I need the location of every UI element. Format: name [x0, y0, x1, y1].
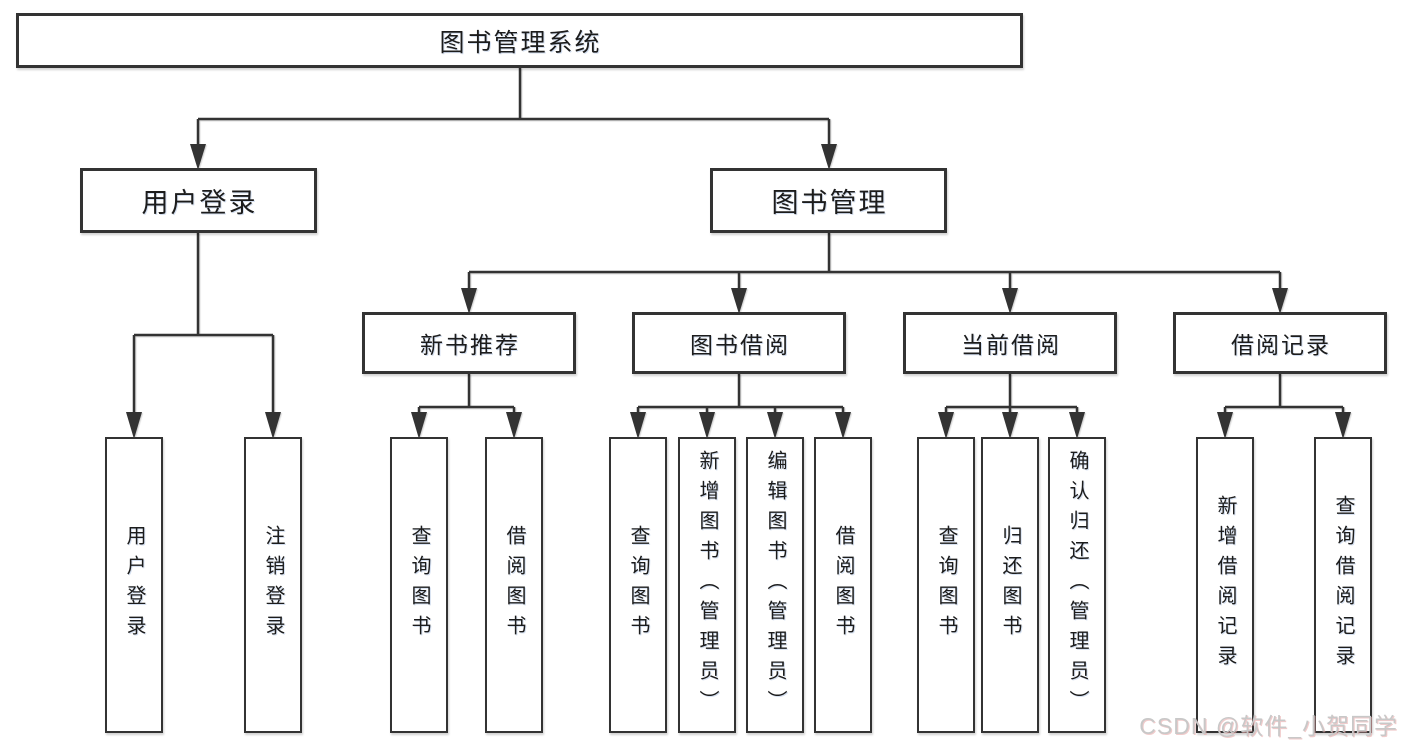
arrow-down-icon [1002, 288, 1018, 314]
node-label: 用户登录 [141, 188, 258, 218]
leaf-borrow-books: 借阅图书 [485, 437, 543, 733]
node-label: 注销登录 [262, 525, 284, 645]
leaf-return-books: 归还图书 [981, 437, 1039, 733]
arrow-down-icon [1002, 412, 1018, 439]
node-new-book-recommendation: 新书推荐 [362, 312, 576, 374]
arrow-down-icon [126, 412, 142, 439]
node-label: 查询图书 [627, 525, 649, 645]
arrow-down-icon [731, 288, 747, 314]
node-label: 借阅图书 [503, 525, 525, 645]
arrow-down-icon [767, 412, 783, 439]
leaf-query-books: 查询图书 [609, 437, 667, 733]
node-label: 查询借阅记录 [1332, 495, 1354, 675]
node-label: 当前借阅 [961, 332, 1061, 358]
node-label: 新增图书（管理员） [696, 450, 718, 720]
csdn-watermark: CSDN @软件_小贺同学 [1139, 713, 1398, 739]
connector-newbook-to-leaves [417, 374, 516, 418]
node-library-management-system: 图书管理系统 [16, 13, 1023, 68]
node-label: 借阅图书 [832, 525, 854, 645]
arrow-down-icon [1335, 412, 1351, 439]
leaf-borrow-books: 借阅图书 [814, 437, 872, 733]
leaf-add-books-admin: 新增图书（管理员） [678, 437, 736, 733]
leaf-query-books: 查询图书 [917, 437, 975, 733]
node-book-management: 图书管理 [710, 168, 947, 233]
node-label: 新增借阅记录 [1214, 495, 1236, 675]
arrowheads-group [126, 144, 1351, 439]
node-label: 新书推荐 [420, 332, 520, 358]
arrow-down-icon [1069, 412, 1085, 439]
arrow-down-icon [190, 144, 206, 170]
leaf-user-login: 用户登录 [105, 437, 163, 733]
connector-record-to-leaves [1223, 374, 1345, 418]
leaf-edit-books-admin: 编辑图书（管理员） [746, 437, 804, 733]
connector-login-to-leaves [132, 233, 275, 416]
connector-mgmt-to-level3 [467, 233, 1282, 292]
leaf-query-borrow-record: 查询借阅记录 [1314, 437, 1372, 733]
leaf-confirm-return-admin: 确认归还（管理员） [1048, 437, 1106, 733]
arrow-down-icon [699, 412, 715, 439]
node-label: 查询图书 [935, 525, 957, 645]
connector-group [132, 68, 1345, 418]
node-label: 确认归还（管理员） [1066, 450, 1088, 720]
arrow-down-icon [630, 412, 646, 439]
connector-root-to-level2 [196, 68, 831, 148]
arrow-down-icon [938, 412, 954, 439]
node-label: 图书管理系统 [439, 28, 602, 57]
node-borrowing-records: 借阅记录 [1173, 312, 1387, 374]
arrow-down-icon [461, 288, 477, 314]
node-label: 图书借阅 [690, 332, 790, 358]
node-label: 编辑图书（管理员） [764, 450, 786, 720]
node-label: 查询图书 [408, 525, 430, 645]
leaf-query-books: 查询图书 [390, 437, 448, 733]
leaf-logout: 注销登录 [244, 437, 302, 733]
arrow-down-icon [506, 412, 522, 439]
arrow-down-icon [835, 412, 851, 439]
arrow-down-icon [1272, 288, 1288, 314]
arrow-down-icon [1217, 412, 1233, 439]
node-label: 用户登录 [123, 525, 145, 645]
node-current-borrowing: 当前借阅 [903, 312, 1117, 374]
node-label: 图书管理 [771, 188, 888, 218]
node-user-login: 用户登录 [80, 168, 317, 233]
node-book-borrowing: 图书借阅 [632, 312, 846, 374]
node-label: 归还图书 [999, 525, 1021, 645]
connector-borrow-to-leaves [636, 374, 845, 418]
connector-current-to-leaves [944, 374, 1079, 418]
arrow-down-icon [411, 412, 427, 439]
arrow-down-icon [265, 412, 281, 439]
arrow-down-icon [821, 144, 837, 170]
leaf-add-borrow-record: 新增借阅记录 [1196, 437, 1254, 733]
node-label: 借阅记录 [1231, 332, 1331, 358]
